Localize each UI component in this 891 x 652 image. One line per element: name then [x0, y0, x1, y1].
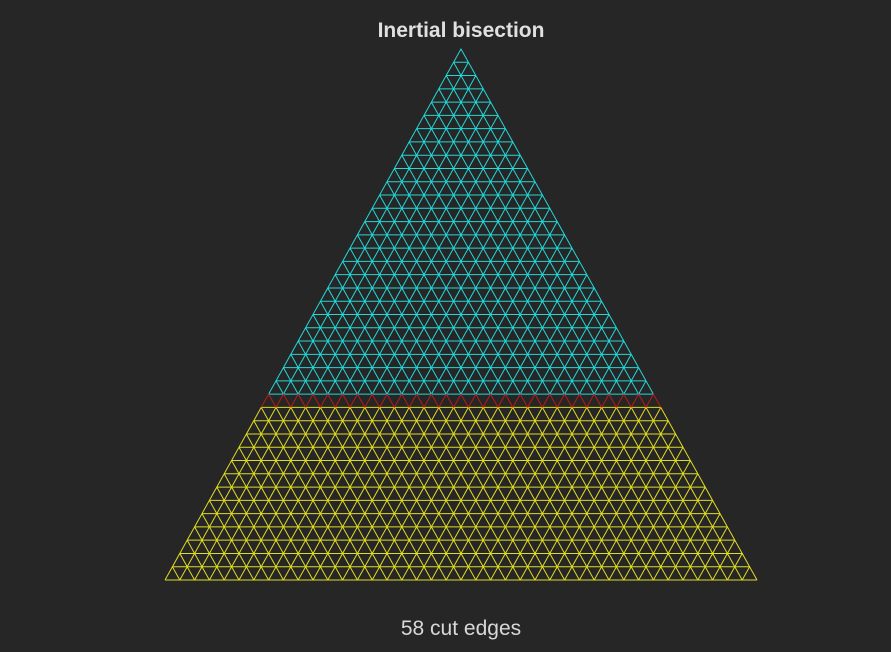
- cut-edges: [260, 393, 662, 408]
- mesh-part-b: [164, 406, 758, 581]
- part-a-edges: [268, 47, 654, 395]
- cut-edge-line: [260, 393, 662, 408]
- cut-edge-caption: 58 cut edges: [400, 617, 522, 640]
- figure-title: Inertial bisection: [377, 19, 545, 42]
- mesh-part-a: [268, 47, 654, 395]
- part-b-edges: [164, 406, 758, 581]
